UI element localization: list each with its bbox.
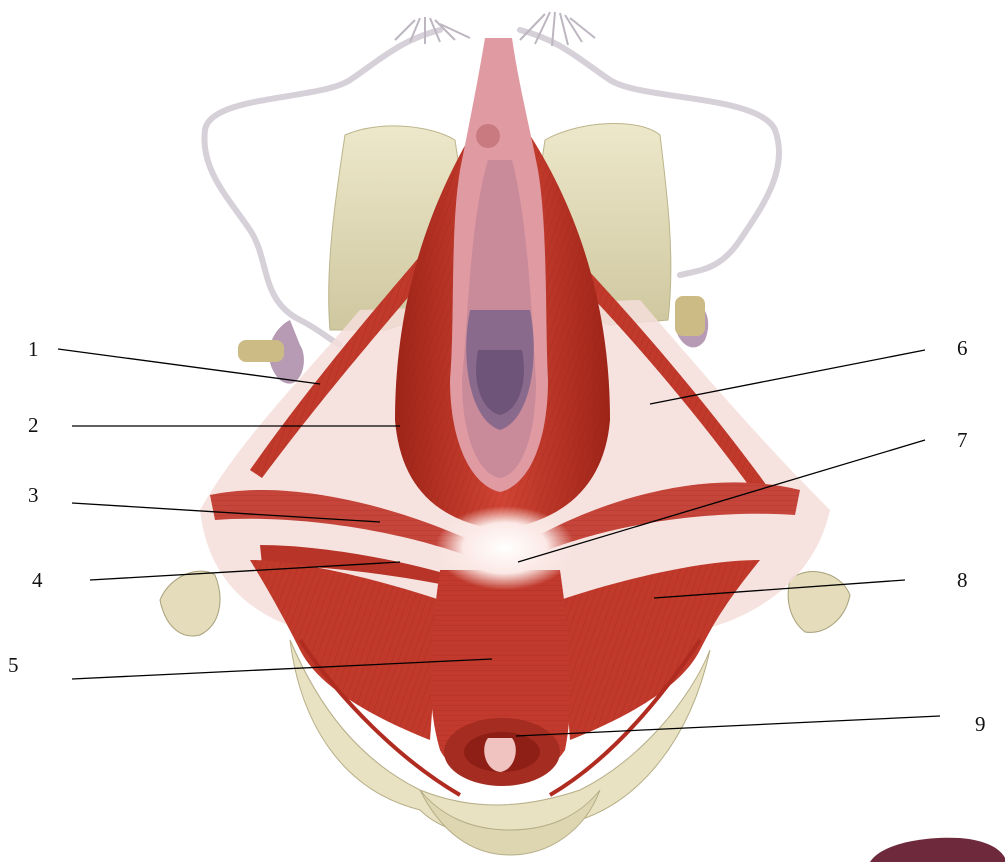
perineal-body [435, 506, 575, 590]
label-4: 4 [32, 570, 43, 591]
corner-organ-fragment [870, 838, 1005, 862]
label-6: 6 [957, 338, 968, 359]
label-9: 9 [975, 714, 986, 735]
ischial-tuberosity-right [788, 572, 850, 633]
vaginal-vestibule [450, 38, 548, 492]
external-anal-sphincter [431, 570, 571, 786]
label-2: 2 [28, 415, 39, 436]
label-8: 8 [957, 570, 968, 591]
ischial-tuberosity-left [160, 571, 220, 636]
label-7: 7 [957, 430, 968, 451]
label-1: 1 [28, 339, 39, 360]
label-3: 3 [28, 485, 39, 506]
label-5: 5 [8, 655, 19, 676]
